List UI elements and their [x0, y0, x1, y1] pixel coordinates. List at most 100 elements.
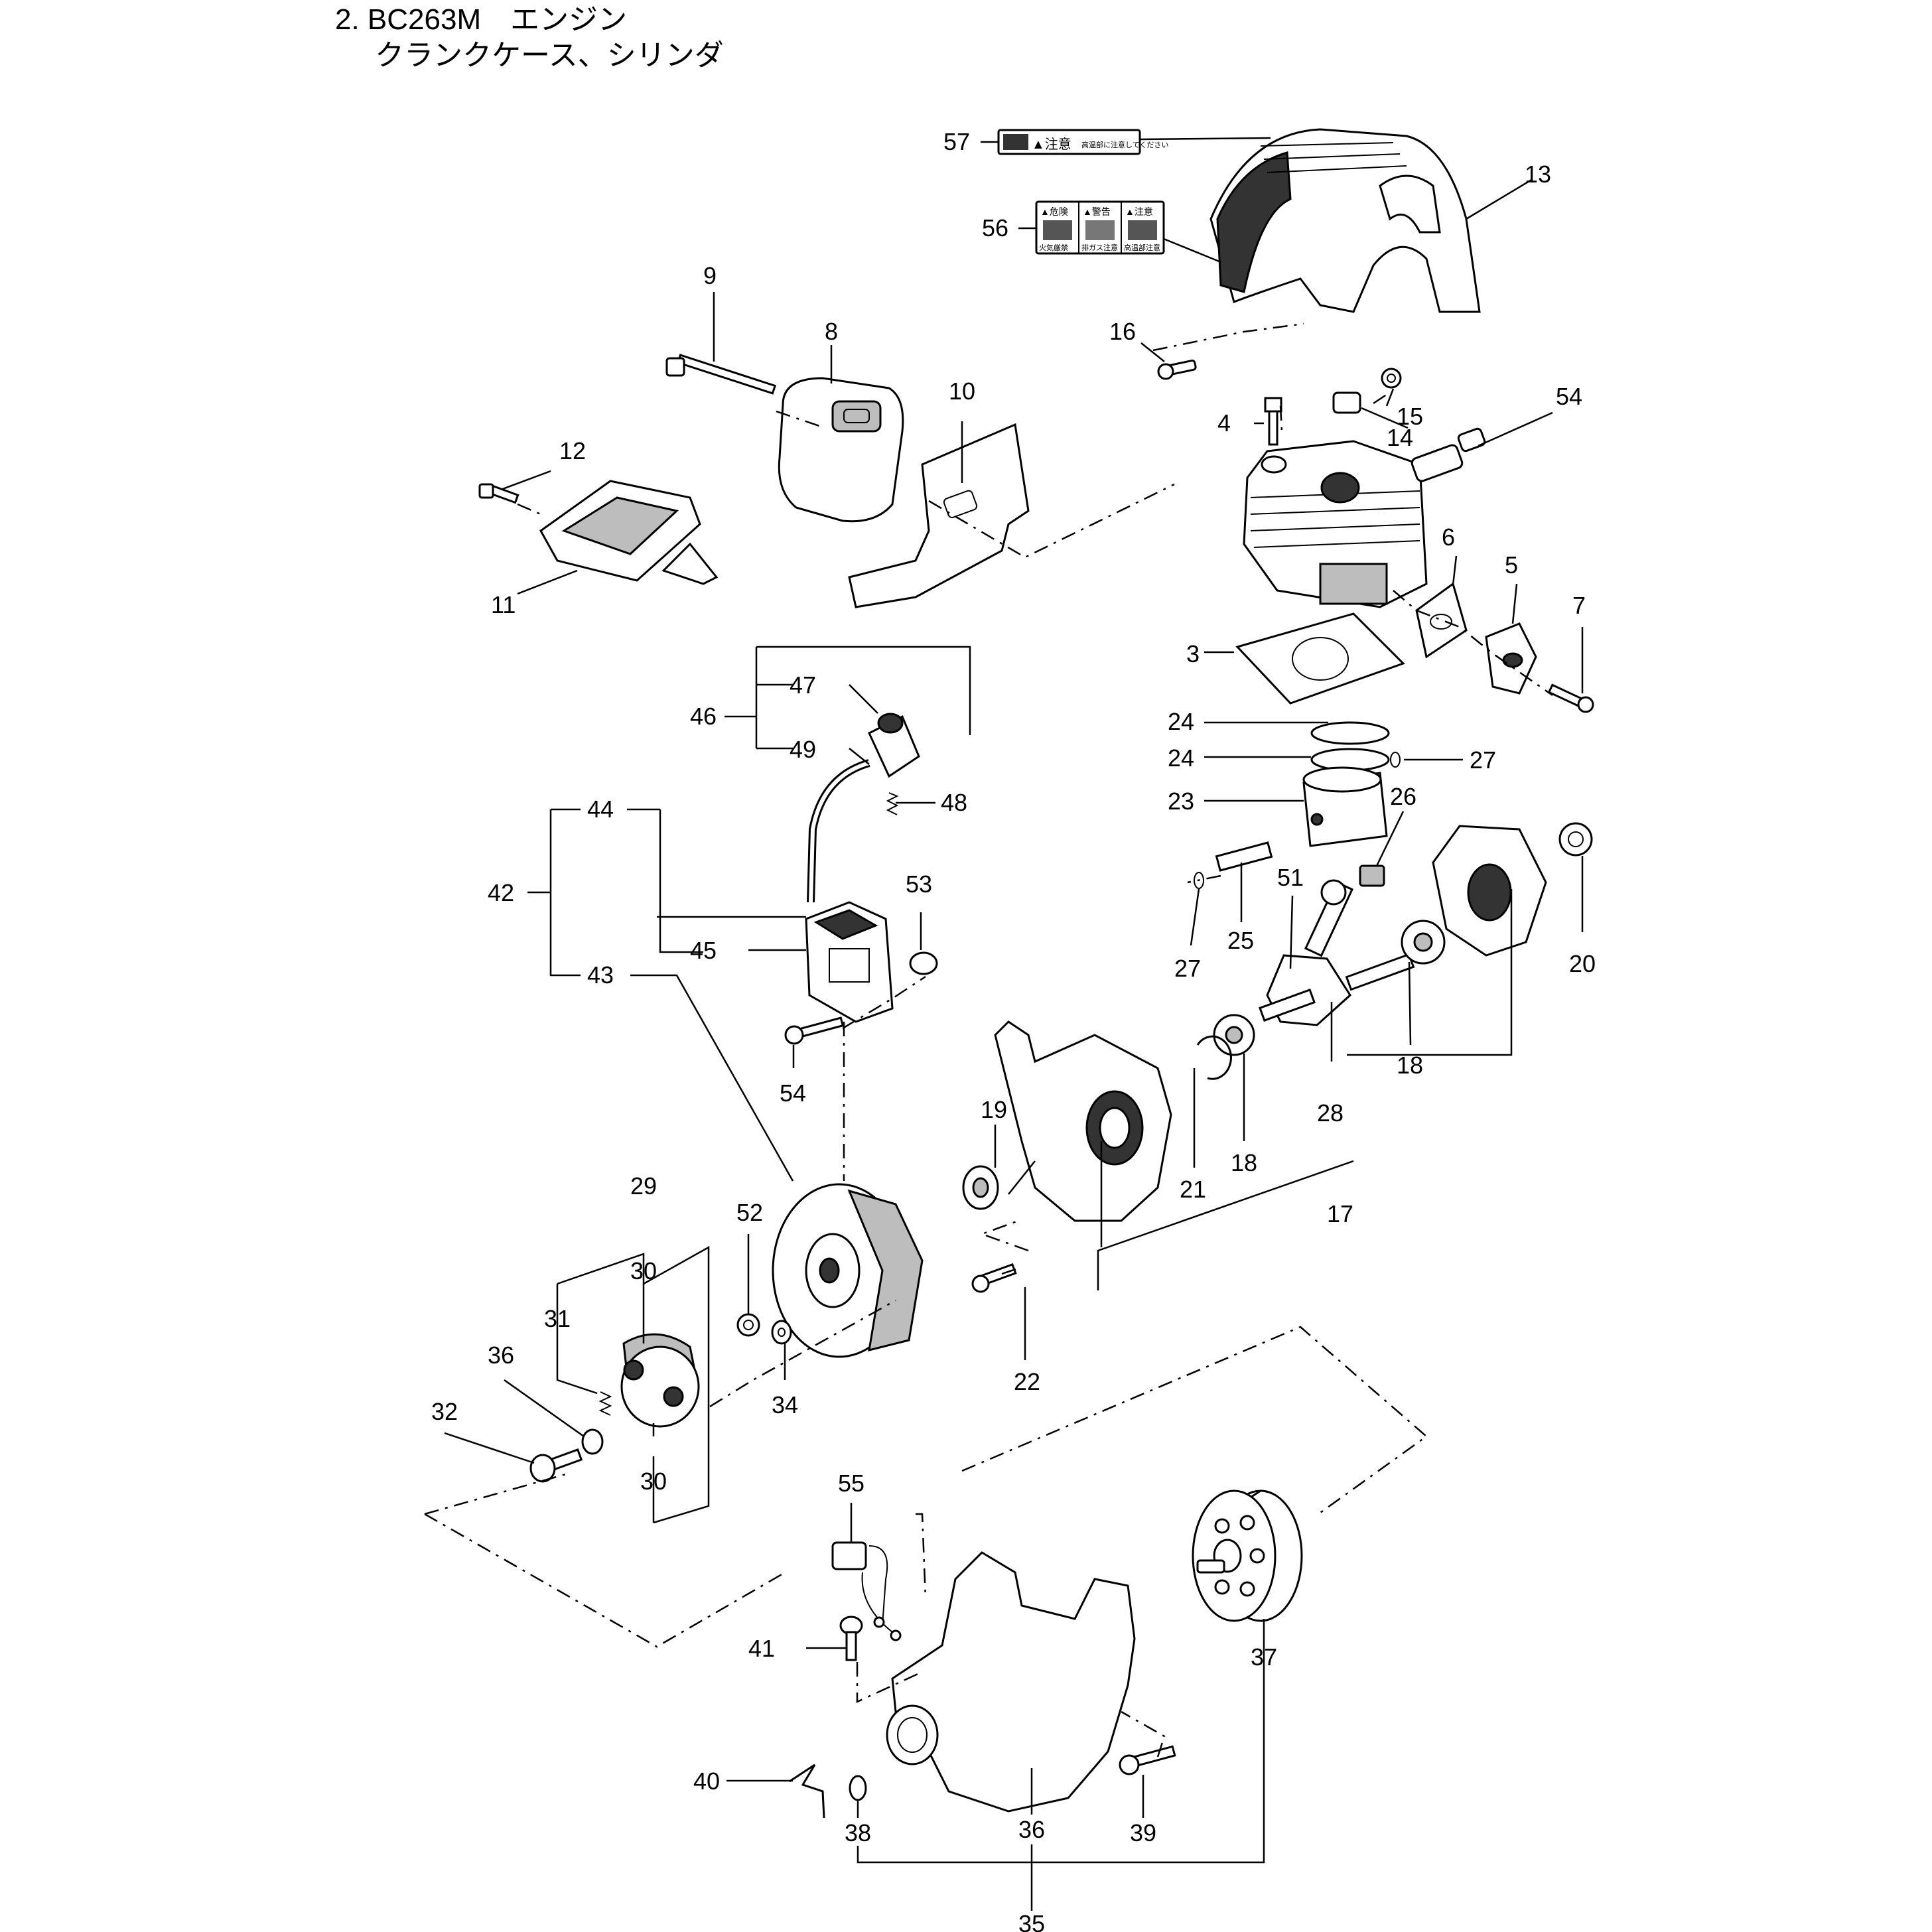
label-43: 43	[587, 961, 614, 989]
label-52: 53	[906, 870, 932, 898]
part-screw-16	[1157, 359, 1197, 380]
label-44: 44	[587, 795, 614, 823]
part-plug-cap	[807, 713, 920, 903]
label-30a: 30	[630, 1257, 657, 1284]
label-28: 28	[1317, 1099, 1344, 1127]
label-54: 54	[1556, 383, 1582, 410]
part-insulator-5	[1485, 622, 1537, 695]
decal-56-warning: ▲警告	[1083, 206, 1111, 217]
label-8: 8	[825, 318, 838, 345]
part-bolt-39	[1119, 1745, 1176, 1775]
alignment-lines	[424, 322, 1553, 1758]
part-piston	[1302, 766, 1388, 847]
part-bolt-9	[665, 354, 777, 395]
part-screw-41	[839, 1616, 863, 1661]
label-27b: 27	[1174, 955, 1201, 982]
part-needle-bearing	[1359, 864, 1385, 887]
decal-56-caution: ▲注意	[1125, 206, 1153, 217]
part-crankcase-right	[1432, 825, 1547, 957]
decal-57: ▲注意 高温部に注意してください	[997, 129, 1168, 155]
part-clip-27b	[1194, 872, 1204, 889]
part-clip-40	[789, 1763, 825, 1819]
label-23: 23	[1168, 788, 1194, 815]
label-12: 12	[559, 437, 586, 464]
decal-57-text: 高温部に注意してください	[1081, 140, 1168, 149]
label-42: 42	[488, 879, 514, 906]
label-19: 19	[981, 1096, 1007, 1123]
label-53: 54	[780, 1079, 806, 1107]
label-41: 41	[748, 1635, 775, 1662]
label-24a: 24	[1168, 708, 1194, 735]
label-47: 47	[790, 671, 816, 699]
part-crankshaft	[1259, 879, 1415, 1026]
label-4: 4	[1217, 409, 1231, 437]
decal-56-text-3: 高温部注意	[1124, 243, 1160, 252]
label-15: 15	[1397, 403, 1423, 430]
label-20: 20	[1569, 950, 1596, 977]
part-bolt-22	[971, 1263, 1017, 1293]
decal-56-danger: ▲危険	[1040, 206, 1068, 217]
part-bearing-18a	[1213, 1014, 1255, 1056]
diagram-title: 2. BC263M エンジン	[335, 3, 628, 36]
label-50: 51	[1277, 864, 1304, 891]
label-18b: 18	[1397, 1052, 1423, 1079]
diagram-subtitle: クランクケース、シリンダ	[375, 39, 724, 72]
label-30b: 30	[640, 1468, 667, 1495]
label-55: 55	[838, 1470, 864, 1497]
part-clutch	[620, 1333, 700, 1428]
label-17: 17	[1327, 1200, 1353, 1227]
decal-56: ▲危険 ▲警告 ▲注意 火気厳禁 排ガス注意 高温部注意	[1035, 200, 1165, 255]
label-51: 52	[736, 1199, 763, 1226]
label-18a: 18	[1231, 1149, 1257, 1176]
decal-56-text-1: 火気厳禁	[1039, 243, 1068, 252]
label-29: 29	[630, 1172, 657, 1200]
label-34: 36	[488, 1342, 514, 1369]
part-spacer-52	[909, 951, 938, 975]
leader-lines	[444, 137, 1584, 1911]
part-clutch-housing	[886, 1551, 1136, 1813]
part-nut-51	[736, 1313, 760, 1337]
part-oil-seal-20	[1558, 822, 1593, 857]
label-6: 6	[1442, 523, 1455, 551]
part-bolt-4	[1264, 397, 1282, 446]
part-washer-34	[581, 1428, 604, 1455]
label-36: 36	[1018, 1816, 1045, 1843]
part-spark-plug	[1411, 427, 1486, 482]
label-31: 31	[544, 1305, 571, 1332]
label-16: 16	[1109, 318, 1136, 345]
label-27a: 27	[1470, 746, 1496, 774]
part-ignition-coil	[805, 901, 894, 1023]
part-clutch-drum	[1192, 1489, 1303, 1622]
label-39: 39	[1130, 1819, 1156, 1846]
label-22: 22	[1014, 1368, 1040, 1395]
part-collar-14	[1332, 391, 1361, 414]
part-snap-ring	[1196, 1035, 1232, 1080]
label-56: 56	[982, 214, 1008, 242]
label-57: 57	[943, 128, 970, 155]
decal-56-text-2: 排ガス注意	[1081, 243, 1118, 252]
part-clip-27a	[1390, 752, 1401, 768]
label-40: 40	[693, 1767, 720, 1795]
part-bolt-12	[478, 483, 519, 504]
label-48: 48	[941, 789, 967, 816]
part-nut-15	[1381, 368, 1402, 389]
label-5: 5	[1505, 551, 1518, 579]
label-11: 11	[491, 591, 516, 618]
label-49: 49	[790, 736, 816, 763]
label-3: 3	[1186, 640, 1200, 667]
part-gasket-6	[1415, 582, 1468, 659]
label-21: 21	[1180, 1176, 1206, 1203]
part-cylinder	[1243, 440, 1428, 608]
label-9: 9	[703, 262, 717, 289]
label-24b: 24	[1168, 744, 1194, 772]
label-35: 35	[1018, 1910, 1045, 1932]
decal-57-caution: ▲注意	[1032, 137, 1071, 152]
part-bolt-53	[784, 1016, 845, 1045]
part-cylinder-gasket	[1235, 612, 1405, 705]
label-10: 10	[949, 378, 975, 405]
part-flywheel	[772, 1183, 924, 1358]
part-piston-pin	[1215, 841, 1273, 872]
label-46: 46	[690, 703, 717, 730]
part-cylinder-cover	[1209, 128, 1481, 313]
